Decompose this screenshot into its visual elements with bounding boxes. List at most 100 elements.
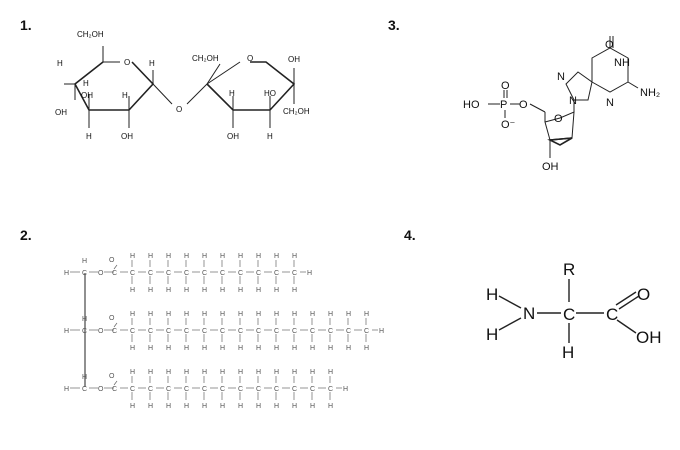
chain-h: H <box>292 403 297 410</box>
bond-line <box>113 264 118 270</box>
chain-h: H <box>202 345 207 352</box>
carbonyl-c: C <box>112 328 117 335</box>
nucleotide-structure: HO P O O⁻ O O OH O NH N N N NH₂ <box>463 36 660 173</box>
chain-c: C <box>310 328 315 335</box>
chain-h: H <box>274 253 279 260</box>
nucleotide-carbonyl-o: O <box>605 39 614 51</box>
sucrose-h-1: H <box>57 59 63 68</box>
chain-c: C <box>166 328 171 335</box>
chain-c: C <box>292 328 297 335</box>
chain-h: H <box>274 287 279 294</box>
chain-h: H <box>364 345 369 352</box>
chain-h: H <box>274 311 279 318</box>
chain-h: H <box>238 311 243 318</box>
glycerol-h: H <box>82 316 87 323</box>
chain-h: H <box>310 403 315 410</box>
sucrose-h-2: H <box>83 79 89 88</box>
sucrose-glycosidic-o: O <box>176 105 182 114</box>
chain-h: H <box>328 311 333 318</box>
sucrose-oh-5: OH <box>227 132 239 141</box>
chain-h: H <box>364 311 369 318</box>
chain-h: H <box>130 369 135 376</box>
chain-h: H <box>202 287 207 294</box>
chain-c: C <box>256 328 261 335</box>
chain-h: H <box>202 311 207 318</box>
chain-c: C <box>328 386 333 393</box>
nucleotide-n7: N <box>557 71 565 83</box>
chain-h: H <box>148 345 153 352</box>
chain-h: H <box>220 403 225 410</box>
glycerol-h: H <box>82 374 87 381</box>
sucrose-ch2oh-2: CH₂OH <box>192 54 219 63</box>
sucrose-ho-1: HO <box>264 89 276 98</box>
amino-nitrogen: N <box>523 304 535 323</box>
chain-h: H <box>184 369 189 376</box>
chain-c: C <box>184 386 189 393</box>
chain-c: C <box>364 328 369 335</box>
chain-h: H <box>292 369 297 376</box>
chain-c: C <box>256 270 261 277</box>
amino-carboxyl-carbon: C <box>606 305 618 324</box>
amino-carbonyl-o: O <box>637 285 650 304</box>
chain-h: H <box>238 253 243 260</box>
amino-hydroxyl: OH <box>636 328 662 347</box>
chain-h: H <box>166 369 171 376</box>
terminal-h: H <box>343 386 348 393</box>
chain-h: H <box>256 403 261 410</box>
amino-h-bottom: H <box>486 325 498 344</box>
nucleotide-sugar-o: O <box>554 113 563 125</box>
chain-h: H <box>274 345 279 352</box>
glycerol-h: H <box>64 328 69 335</box>
sucrose-oh-4: OH <box>288 55 300 64</box>
chain-h: H <box>148 369 153 376</box>
ester-o: O <box>98 270 104 277</box>
chain-c: C <box>166 270 171 277</box>
carbonyl-o: O <box>109 373 115 380</box>
chain-h: H <box>346 345 351 352</box>
chain-c: C <box>202 328 207 335</box>
terminal-h: H <box>379 328 384 335</box>
glycerol-c: C <box>82 386 87 393</box>
chain-h: H <box>292 311 297 318</box>
amino-alpha-h: H <box>562 343 574 362</box>
sucrose-oh-3: OH <box>121 132 133 141</box>
chain-c: C <box>238 328 243 335</box>
amino-r-group: R <box>563 260 575 279</box>
chain-h: H <box>238 403 243 410</box>
chain-h: H <box>130 311 135 318</box>
nucleotide-phosphate-o: O <box>501 80 510 92</box>
chain-h: H <box>220 311 225 318</box>
chain-c: C <box>274 270 279 277</box>
nucleotide-phosphorus: P <box>500 99 507 111</box>
chain-c: C <box>292 270 297 277</box>
chain-c: C <box>256 386 261 393</box>
nucleotide-phosphate-o-minus: O⁻ <box>501 119 516 131</box>
chain-c: C <box>148 328 153 335</box>
chain-h: H <box>148 311 153 318</box>
chain-c: C <box>238 386 243 393</box>
sucrose-ring-o-2: O <box>247 54 253 63</box>
chain-h: H <box>166 311 171 318</box>
ester-o: O <box>98 328 104 335</box>
chain-c: C <box>130 386 135 393</box>
chain-h: H <box>202 369 207 376</box>
chain-c: C <box>346 328 351 335</box>
chain-c: C <box>238 270 243 277</box>
chain-c: C <box>166 386 171 393</box>
panel-label-3: 3. <box>388 17 400 33</box>
chain-h: H <box>310 369 315 376</box>
chain-h: H <box>238 287 243 294</box>
chain-c: C <box>328 328 333 335</box>
sucrose-oh-1: OH <box>81 91 93 100</box>
chain-h: H <box>220 369 225 376</box>
chain-h: H <box>220 287 225 294</box>
chain-h: H <box>166 253 171 260</box>
chain-c: C <box>130 328 135 335</box>
chain-h: H <box>328 369 333 376</box>
chain-c: C <box>184 328 189 335</box>
chain-h: H <box>184 311 189 318</box>
chain-h: H <box>256 311 261 318</box>
chain-h: H <box>166 287 171 294</box>
